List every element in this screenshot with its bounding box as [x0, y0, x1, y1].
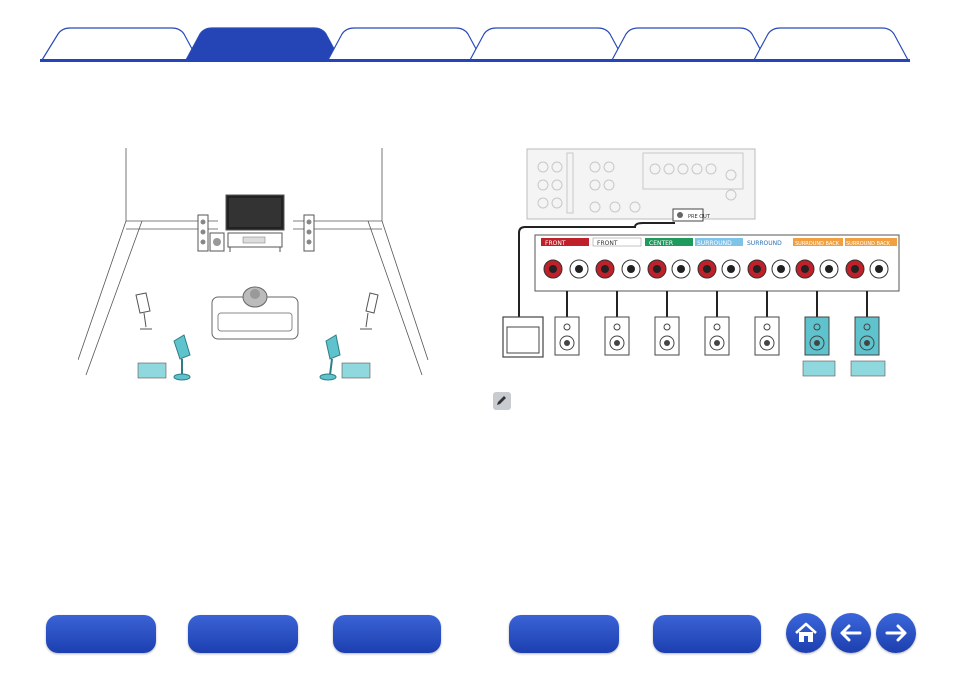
tab-1[interactable]: [40, 27, 200, 61]
speaker-box-center: [654, 316, 680, 356]
surround-back-right-label-box: [341, 362, 371, 379]
surround-right-label: SURROUND: [747, 240, 782, 247]
speaker-box-surround-back-right: [854, 316, 880, 356]
arrow-right-icon: [885, 624, 907, 642]
surround-back-right-label: SURROUND BACK: [846, 241, 891, 247]
room-walls: [77, 148, 429, 376]
front-right-speaker-icon: [303, 214, 315, 252]
surround-back-right-tag: [850, 360, 886, 377]
subwoofer-box-icon: [502, 316, 544, 358]
speaker-box-surround-back-left: [804, 316, 830, 356]
pencil-note-icon: [493, 392, 511, 410]
back-button[interactable]: [831, 613, 871, 653]
bottom-nav-button-4[interactable]: [509, 615, 619, 653]
arrow-left-icon: [840, 624, 862, 642]
surround-back-left-tag: [802, 360, 836, 377]
tab-underline: [40, 59, 910, 62]
speaker-box-surround-right: [754, 316, 780, 356]
speaker-box-front-left: [554, 316, 580, 356]
front-right-label: FRONT: [597, 240, 618, 247]
bottom-nav-button-2[interactable]: [188, 615, 298, 653]
speaker-cables: [518, 222, 868, 323]
preout-label: PRE OUT: [688, 214, 711, 220]
center-label: CENTER: [649, 240, 673, 247]
speaker-box-surround-left: [704, 316, 730, 356]
tv-icon: [225, 194, 285, 252]
home-button[interactable]: [786, 613, 826, 653]
surround-left-speaker-icon: [135, 292, 152, 330]
bottom-nav-button-1[interactable]: [46, 615, 156, 653]
front-left-label: FRONT: [545, 240, 566, 247]
surround-right-speaker-icon: [360, 292, 379, 330]
bottom-nav-button-5[interactable]: [653, 615, 761, 653]
surround-back-right-speaker-icon: [319, 334, 341, 381]
sofa-icon: [211, 286, 299, 340]
surround-left-label: SURROUND: [697, 240, 732, 247]
speaker-box-front-right: [604, 316, 630, 356]
forward-button[interactable]: [876, 613, 916, 653]
tab-4[interactable]: [468, 27, 626, 61]
receiver-rear-panel: PRE OUT: [526, 148, 756, 222]
home-icon: [795, 622, 817, 642]
tab-3[interactable]: [326, 27, 484, 61]
bottom-nav-button-3[interactable]: [333, 615, 441, 653]
surround-back-left-label: SURROUND BACK: [795, 241, 840, 247]
top-tab-bar: [0, 0, 954, 64]
tab-6[interactable]: [752, 27, 910, 61]
speaker-terminal-strip: FRONT FRONT CENTER SURROUND SURROUND SUR…: [534, 234, 900, 292]
tab-2[interactable]: [184, 27, 342, 61]
surround-back-left-speaker-icon: [173, 334, 191, 381]
room-layout-illustration: [77, 145, 438, 390]
subwoofer-icon: [209, 232, 225, 252]
tab-5[interactable]: [610, 27, 768, 61]
speaker-wiring-diagram: PRE OUT FRONT FRONT CENTER SURROUND SURR…: [495, 145, 905, 385]
surround-back-left-label-box: [137, 362, 167, 379]
front-left-speaker-icon: [197, 214, 209, 252]
